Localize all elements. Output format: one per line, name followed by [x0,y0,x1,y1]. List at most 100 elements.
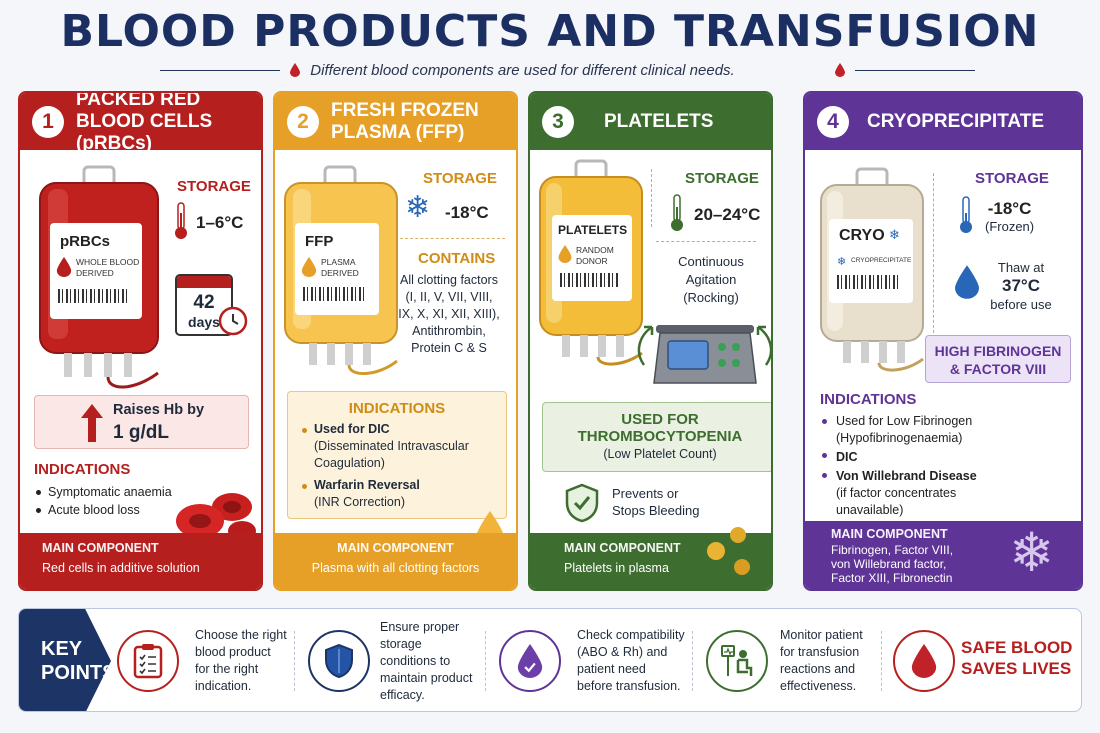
indication-detail: (if factor concentrates [836,486,957,500]
blood-drop-icon [290,63,301,77]
bag-label-sub: WHOLE BLOOD DERIVED [76,257,139,279]
contains-line: IX, X, XI, XII, XIII), [398,307,500,321]
storage-values: -18°C (Frozen) [985,199,1034,234]
thermometer-icon [960,196,972,233]
thaw-temp: 37°C [1002,276,1040,295]
key-point-line: for the right [195,662,259,676]
benefit-text: Prevents or Stops Bleeding [612,485,699,519]
shelf-life-number: 42 [193,292,215,313]
blood-drop-icon [893,630,955,692]
contains-text: All clotting factors (I, II, V, VII, VII… [387,272,511,357]
divider [485,631,486,691]
card-footer: MAIN COMPONENT Red cells in additive sol… [20,533,261,589]
indication-warfarin: Warfarin Reversal (INR Correction) [314,477,420,511]
divider [692,631,693,691]
card-header: 2 FRESH FROZEN PLASMA (FFP) [275,93,516,150]
main-component-line: Fibrinogen, Factor VIII, [831,543,954,557]
bag-label: CRYO ❄ ❄ CRYOPRECIPITATE [829,219,913,303]
storage-label: STORAGE [975,170,1049,187]
card-title: FRESH FROZEN PLASMA (FFP) [331,100,479,144]
card-footer: MAIN COMPONENT Fibrinogen, Factor VIII, … [805,521,1081,589]
key-point-line: conditions to [380,654,451,668]
divider [933,173,934,333]
card-title-line: PACKED RED [76,91,201,110]
bag-label-sub: CRYOPRECIPITATE [851,257,912,264]
shield-icon [308,630,370,692]
key-point-line: Choose the right [195,628,287,642]
bag-label-title: PLATELETS [558,223,628,237]
main-component-label: MAIN COMPONENT [831,527,948,541]
main-component-line: von Willebrand factor, [831,557,947,571]
key-point-line: (ABO & Rh) and [577,645,668,659]
indication-detail: (Disseminated Intravascular [314,439,469,453]
card-number: 1 [32,105,64,138]
key-points-label-line: POINTS [41,662,116,684]
bullet-dot [302,428,307,433]
storage-note: (Frozen) [985,219,1035,234]
indication-detail: Coagulation) [314,456,385,470]
main-component-text: Platelets in plasma [564,561,669,575]
card-footer: MAIN COMPONENT Plasma with all clotting … [275,533,516,589]
key-point-line: for transfusion [780,645,860,659]
indication-title: Used for Low Fibrinogen [836,414,973,428]
card-header: 4 CRYOPRECIPITATE [805,93,1081,150]
highlight-line: HIGH FIBRINOGEN [934,343,1062,359]
water-drop-icon [955,265,979,299]
card-title-line: PLASMA (FFP) [331,121,465,143]
thaw-text: Thaw at 37°C before use [981,259,1061,313]
divider [651,169,652,227]
bullet-dot [822,473,827,478]
used-for-label: USED FOR [621,411,699,428]
agitation-line: (Rocking) [683,290,739,305]
bag-label-sub: PLASMA DERIVED [321,257,359,279]
main-component-text: Fibrinogen, Factor VIII, von Willebrand … [831,543,1081,585]
barcode-icon [837,275,901,289]
key-point-line: before transfusion. [577,679,681,693]
key-point-text: Monitor patient for transfusion reaction… [780,627,863,695]
snowflake-icon: ❄ [889,227,900,242]
key-point-line: reactions and [780,662,856,676]
thaw-line: Thaw at [997,260,1045,275]
effect-text: Raises Hb by [113,402,205,418]
highlight-box: HIGH FIBRINOGEN & FACTOR VIII [925,335,1071,383]
bag-label-sub-line: DERIVED [76,268,114,278]
contains-line: All clotting factors [400,273,498,287]
storage-temp: -18°C [987,199,1032,218]
platelet-cells-icon [707,527,750,575]
bag-label-title: FFP [305,233,334,250]
effect-box: Raises Hb by 1 g/dL [34,395,249,449]
indications-list: Used for Low Fibrinogen (Hypofibrinogena… [820,413,1075,519]
bullet-dot [822,419,827,424]
barcode-icon [560,273,620,287]
divider [881,631,882,691]
key-point-text: Choose the right blood product for the r… [195,627,287,695]
card-prbcs: 1 PACKED RED BLOOD CELLS (pRBCs) pRBCs W… [18,91,263,591]
contains-line: Antithrombin, [412,324,486,338]
card-number: 4 [817,105,849,138]
indications-box: INDICATIONS Used for DIC (Disseminated I… [287,391,507,519]
card-cryoprecipitate: 4 CRYOPRECIPITATE CRYO ❄ ❄ CRYOPRECIPITA… [803,91,1083,591]
benefit-line: Prevents or [612,486,679,501]
used-for-detail: (Low Platelet Count) [603,447,717,461]
main-component-label: MAIN COMPONENT [337,541,454,555]
slogan-line: SAVES LIVES [961,659,1072,678]
card-header: 1 PACKED RED BLOOD CELLS (pRBCs) [20,91,261,154]
storage-label: STORAGE [177,178,251,195]
thermometer-icon [175,202,187,239]
key-point-text: Check compatibility (ABO & Rh) and patie… [577,627,685,695]
contains-line: (I, II, V, VII, VIII, [405,290,493,304]
clock-icon [218,306,248,336]
card-footer: MAIN COMPONENT Platelets in plasma [530,533,771,589]
key-points-panel: KEY POINTS Choose the right blood produc… [18,608,1082,712]
snowflake-icon: ❄ [837,256,847,268]
red-blood-cells-icon [176,493,256,541]
barcode-icon [58,289,128,303]
bag-label-sub-line: WHOLE BLOOD [76,257,140,267]
indication-detail: (Hypofibrinogenaemia) [836,431,963,445]
divider-right [854,69,976,71]
bag-label: PLATELETS RANDOM DONOR [552,215,632,301]
patient-monitor-icon [706,630,768,692]
agitation-line: Continuous [678,254,744,269]
key-points-label: KEY POINTS [19,609,116,711]
bag-label-title: pRBCs [60,233,111,250]
